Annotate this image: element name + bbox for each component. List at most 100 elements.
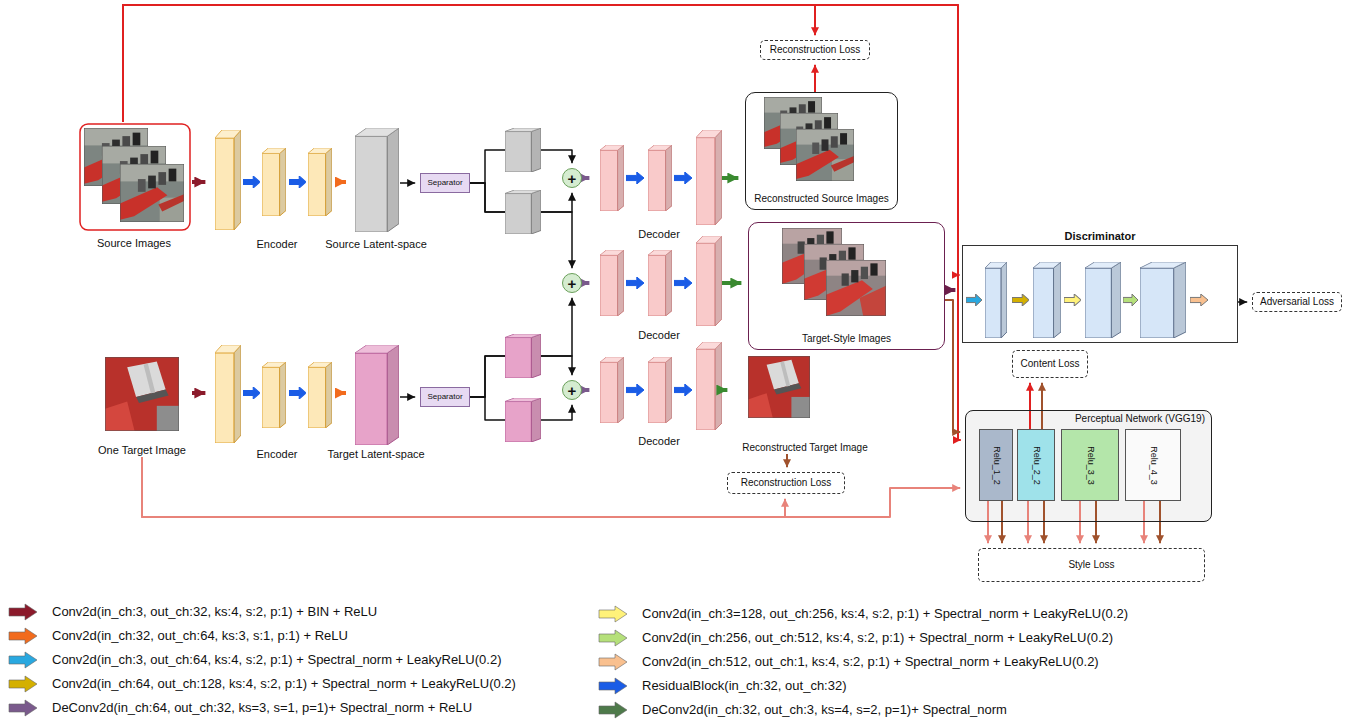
image-input: Source Images (76, 122, 192, 250)
node-label: Separator (427, 392, 462, 402)
connector (142, 457, 960, 517)
legend-label: Conv2d(in_ch:64, out_ch:128, ks:4, s:2, … (52, 676, 516, 692)
legend-label: Conv2d(in_ch:3, out_ch:32, ks:4, s:2, p:… (52, 604, 377, 620)
source-image-stack (80, 124, 190, 230)
aerial-image (796, 129, 854, 181)
layer-arrow (289, 176, 306, 188)
node-label: One Target Image (98, 444, 186, 457)
legend-label: DeConv2d(in_ch:32, out_ch:3, ks=4, s=2, … (642, 702, 1007, 718)
connector (814, 65, 816, 92)
node-label: + (568, 171, 577, 186)
legend-label: Conv2d(in_ch:256, out_ch:512, ks:4, s:2,… (642, 630, 1113, 646)
legend-arrow (9, 604, 37, 620)
node-label: Discriminator (1065, 230, 1136, 243)
layer-block (308, 148, 332, 216)
layer-block (262, 362, 286, 428)
decoder-block: Decoder (596, 342, 722, 432)
layer-arrow (243, 387, 260, 399)
layer-block (648, 357, 672, 423)
connector (400, 396, 415, 398)
loss-box: Adversarial Loss (1252, 292, 1342, 312)
aerial-image (748, 356, 810, 418)
image-input: One Target Image (92, 353, 192, 457)
node-label: Relu_1_2 (991, 446, 1002, 485)
node-label: Reconstruction Loss (770, 44, 861, 56)
layer-arrow (626, 277, 644, 289)
latent-part (505, 398, 541, 442)
legend-swatch (598, 605, 628, 623)
node-label: Reconstruction Loss (741, 477, 832, 489)
layer-block (262, 148, 286, 216)
connector (1001, 501, 1003, 543)
connector (1143, 501, 1145, 543)
layer-arrow (966, 294, 982, 306)
aerial-image (120, 164, 184, 222)
connector (342, 180, 346, 184)
legend-row: Conv2d(in_ch:3, out_ch:64, ks:4, s:2, p:… (8, 651, 501, 669)
legend-arrow (9, 676, 37, 692)
target-style-stack (782, 228, 886, 316)
connector (722, 388, 727, 392)
layer-arrow (1123, 294, 1138, 306)
layer-block (696, 236, 722, 326)
perceptual-network: Perceptual Network (VGG19)Relu_1_2Relu_2… (965, 410, 1212, 522)
legend-swatch (8, 627, 38, 645)
node-label: Decoder (638, 228, 680, 241)
layer-block (600, 250, 624, 316)
node-label: Target-Style Images (802, 333, 891, 345)
layer-arrow (674, 277, 692, 289)
connector (582, 388, 589, 392)
legend-swatch (598, 653, 628, 671)
latent-part (505, 334, 541, 378)
decoder-block: Decoder (596, 128, 722, 225)
node-label: Relu_2_2 (1031, 446, 1042, 485)
legend-swatch (598, 701, 628, 719)
legend-row: Conv2d(in_ch:512, out_ch:1, ks:4, s:2, p… (598, 653, 1099, 671)
node-label: Reconstructed Target Image (742, 442, 867, 454)
loss-box: Content Loss (1012, 350, 1088, 378)
layer-block (696, 130, 722, 225)
encoder-block: Encoder (212, 128, 342, 235)
legend-label: Conv2d(in_ch:3=128, out_ch:256, ks:4, s:… (642, 606, 1128, 622)
loss-box: Reconstruction Loss (727, 472, 845, 494)
sum-circle: + (562, 273, 582, 293)
legend-arrow (9, 652, 37, 668)
latent-part (505, 128, 541, 172)
layer-arrow (1012, 294, 1029, 306)
decoder-block: Decoder (596, 236, 722, 326)
connector (1079, 501, 1081, 543)
node-label: Separator (427, 178, 462, 188)
legend-arrow (9, 628, 37, 644)
legend-swatch (8, 603, 38, 621)
decoder-layers (600, 130, 722, 430)
connector (123, 5, 960, 275)
layer-block (696, 342, 722, 430)
image-output: Target-Style Images (748, 222, 945, 350)
legend-arrow (599, 702, 627, 718)
layer-block (1140, 262, 1186, 338)
sum-circle: + (562, 380, 582, 400)
connector (722, 281, 741, 285)
node-label: Reconstructed Source Images (754, 193, 889, 205)
layer-block (600, 145, 624, 211)
layer-block (600, 357, 624, 423)
layer-arrow (243, 176, 260, 188)
layer-arrow (626, 384, 644, 396)
legend-swatch (598, 677, 628, 695)
connector (987, 501, 989, 543)
legend-row: Conv2d(in_ch:3, out_ch:32, ks:4, s:2, p:… (8, 603, 377, 621)
latent-block (355, 345, 399, 445)
layer-arrow (1064, 294, 1081, 306)
connector (786, 454, 788, 467)
aerial-image (105, 357, 179, 431)
node-label: Source Images (97, 237, 171, 250)
connector (1041, 383, 1043, 429)
image-output: Reconstructed Target Image (734, 352, 876, 454)
discriminator-box: Discriminator (962, 245, 1238, 343)
layer-block (648, 145, 672, 211)
node-label: Target Latent-space (327, 448, 424, 461)
aerial-image (826, 260, 886, 316)
legend-row: Conv2d(in_ch:3=128, out_ch:256, ks:4, s:… (598, 605, 1128, 623)
vgg-layer: Relu_2_2 (1017, 429, 1055, 501)
legend-label: Conv2d(in_ch:3, out_ch:64, ks:4, s:2, p:… (52, 652, 501, 668)
